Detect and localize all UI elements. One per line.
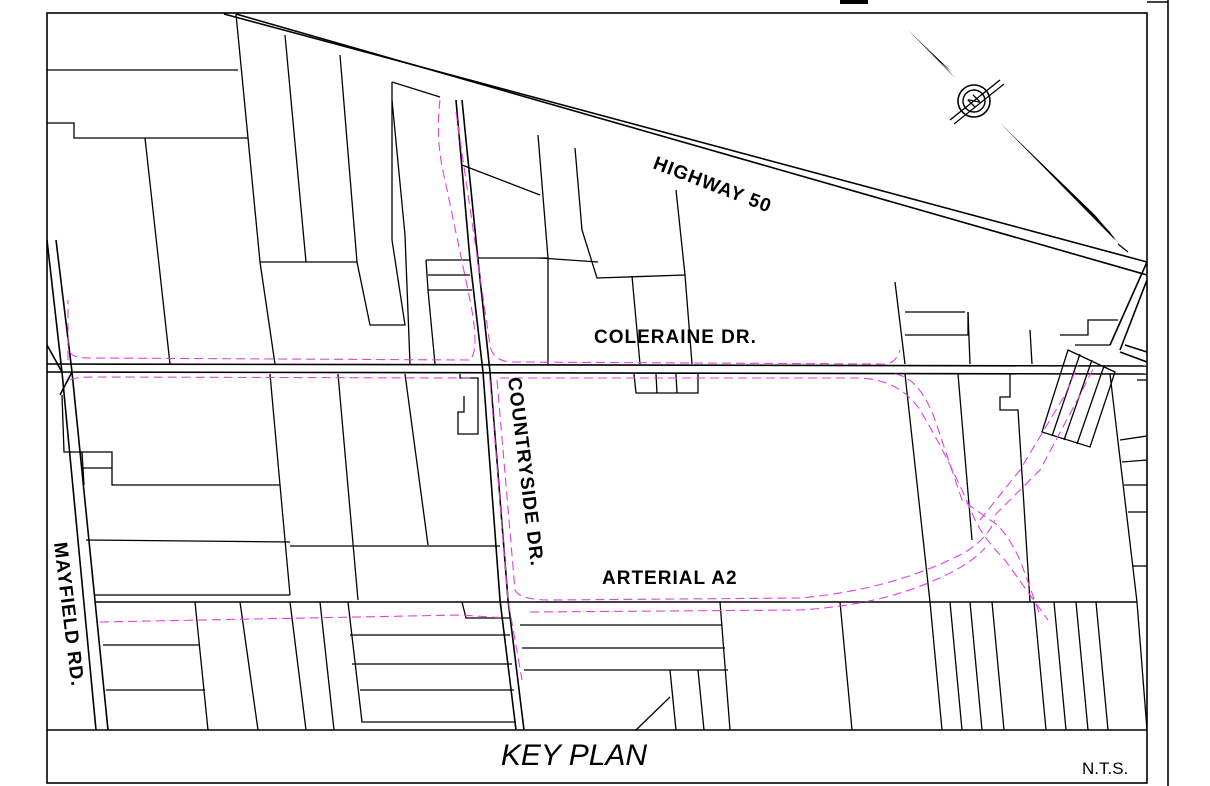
mayfield-rd-label: MAYFIELD RD.	[49, 541, 88, 688]
highway-50-road	[223, 13, 1148, 363]
proposed-alignment	[67, 99, 1096, 681]
countryside-dr-road	[455, 99, 525, 731]
scale-note: N.T.S.	[1082, 759, 1128, 778]
arterial-a2-label: ARTERIAL A2	[602, 568, 738, 589]
map-frame	[46, 0, 1169, 786]
mayfield-rd-road	[46, 239, 109, 731]
key-plan-title: KEY PLAN	[501, 739, 648, 772]
coleraine-dr-road	[46, 363, 1148, 375]
north-arrow-icon: N	[908, 30, 1129, 253]
countryside-dr-label: COUNTRYSIDE DR.	[503, 376, 547, 568]
parcel-lines	[47, 13, 1148, 731]
coleraine-dr-label: COLERAINE DR.	[594, 327, 757, 348]
